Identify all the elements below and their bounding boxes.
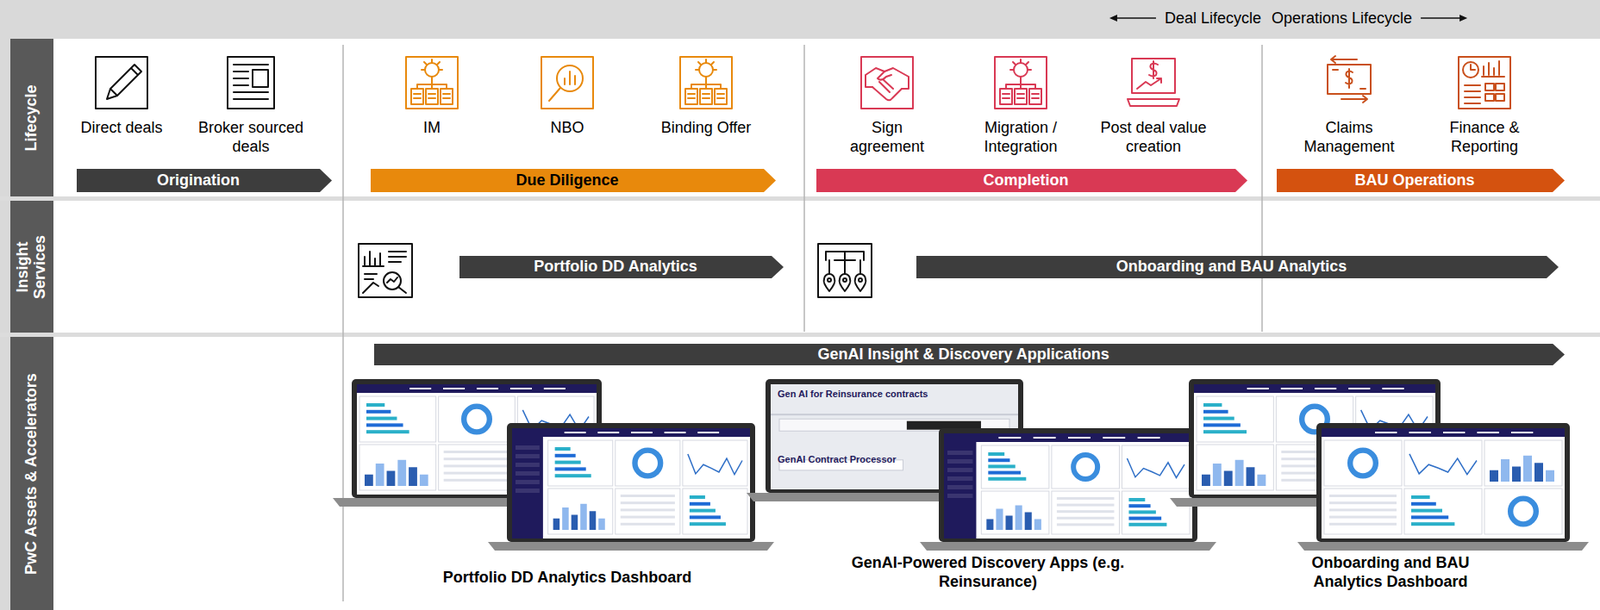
- chevron-label: Portfolio DD Analytics: [533, 258, 709, 276]
- left-strip: [0, 0, 11, 610]
- divider: [342, 44, 344, 602]
- row-label: Insight Services: [14, 225, 50, 308]
- stage-label: Migration / Integration: [969, 118, 1072, 157]
- row-tab: Insight Services: [10, 200, 54, 333]
- direction-arrow: [1420, 17, 1466, 19]
- stage-label: IM: [380, 118, 484, 138]
- laptop-base: [919, 542, 1217, 551]
- row-label: PwC Assets & Accelerators: [23, 344, 41, 604]
- stage-label: Broker sourced deals: [186, 118, 316, 157]
- finance-dashboard-icon: [1458, 56, 1511, 109]
- laptop-frame: [938, 428, 1198, 543]
- phase-chevron: Due Diligence: [370, 168, 776, 193]
- chevron-fill: [370, 168, 776, 193]
- stage-label: Post deal value creation: [1080, 118, 1227, 157]
- service-chevron: Portfolio DD Analytics: [459, 256, 784, 279]
- chevron-label: Completion: [983, 172, 1082, 190]
- money-exchange-icon: [1327, 56, 1371, 103]
- direction-arrow: [1111, 17, 1157, 19]
- laptop-screen: [512, 428, 750, 539]
- service-chevron: Onboarding and BAU Analytics: [916, 256, 1559, 279]
- phase-chevron: Origination: [76, 168, 332, 193]
- laptop-base: [487, 542, 775, 551]
- row-label: Lifecycle: [23, 44, 41, 192]
- phase-chevron: Completion: [816, 168, 1248, 193]
- chevron-label: Onboarding and BAU Analytics: [1116, 258, 1359, 276]
- chevron-label: Due Diligence: [515, 172, 631, 190]
- arrow-head: [1109, 14, 1118, 22]
- row-tab: Lifecycle: [10, 38, 54, 197]
- chevron-fill: [374, 343, 1565, 366]
- chevron-fill: [816, 168, 1248, 193]
- chevron-fill: [916, 256, 1559, 279]
- divider: [1261, 44, 1263, 332]
- laptop-screen: [1321, 428, 1565, 539]
- laptop-base: [1297, 542, 1589, 551]
- documents-icon: [406, 56, 458, 109]
- laptop-money-icon: [1127, 58, 1180, 107]
- chevron-fill: [1276, 168, 1565, 193]
- asset-caption: Onboarding and BAU Analytics Dashboard: [1291, 554, 1490, 592]
- magnifier-chart-icon: [541, 56, 594, 109]
- laptop-screenshot: [919, 428, 1217, 551]
- documents-icon: [994, 56, 1047, 109]
- stage-label: Claims Management: [1292, 118, 1407, 157]
- asset-caption: GenAI-Powered Discovery Apps (e.g. Reins…: [850, 554, 1126, 592]
- stage-label: Binding Offer: [637, 118, 775, 138]
- pencil-icon: [95, 56, 148, 109]
- asset-chevron: GenAI Insight & Discovery Applications: [374, 343, 1565, 366]
- location-network-icon: [818, 243, 872, 298]
- arrow-head: [1459, 14, 1468, 22]
- stage-label: Direct deals: [61, 118, 182, 138]
- lifecycle-direction: Operations Lifecycle: [1271, 9, 1470, 29]
- stage-label: NBO: [515, 118, 619, 138]
- screen-title: GenAI Contract Processor: [777, 454, 933, 466]
- analytics-icon: [358, 243, 413, 298]
- handshake-icon: [861, 56, 913, 109]
- laptop-screen: [943, 433, 1193, 539]
- chevron-fill: [76, 168, 332, 193]
- row-tab: PwC Assets & Accelerators: [10, 337, 54, 610]
- top-band: [0, 0, 1600, 39]
- row-separator: [0, 332, 1600, 338]
- row-separator: [0, 196, 1600, 201]
- stage-label: Sign agreement: [837, 118, 938, 157]
- lifecycle-direction: Deal Lifecycle: [1071, 9, 1262, 29]
- asset-caption: Portfolio DD Analytics Dashboard: [412, 568, 723, 588]
- screen-title: Gen AI for Reinsurance contracts: [777, 388, 933, 400]
- chevron-label: Origination: [156, 172, 252, 190]
- newspaper-icon: [227, 56, 275, 109]
- laptop-frame: [1316, 423, 1570, 543]
- documents-icon: [680, 56, 732, 109]
- laptop-frame: [506, 423, 756, 543]
- chevron-fill: [459, 256, 784, 279]
- laptop-screenshot: [487, 423, 775, 551]
- chevron-label: GenAI Insight & Discovery Applications: [817, 346, 1121, 364]
- divider: [803, 44, 806, 332]
- laptop-screenshot: [1297, 423, 1589, 551]
- chevron-label: BAU Operations: [1354, 172, 1487, 190]
- stage-label: Finance & Reporting: [1431, 118, 1538, 157]
- phase-chevron: BAU Operations: [1276, 168, 1565, 193]
